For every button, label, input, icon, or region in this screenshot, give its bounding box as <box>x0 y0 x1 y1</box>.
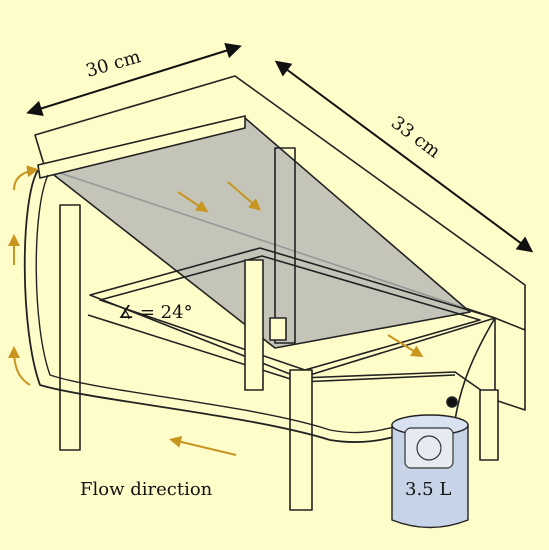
flow-arrow-panel-3 <box>387 334 424 358</box>
flow-arrow-panel-1 <box>177 191 209 213</box>
flow-arrow-bottom <box>169 436 237 456</box>
width-dimension-arrow <box>26 42 242 117</box>
length-dimension-arrow <box>274 60 534 253</box>
return-tube <box>23 169 401 443</box>
leg-back-left <box>244 259 264 391</box>
angle-label: ∡ = 24° <box>118 302 193 323</box>
volume-label: 3.5 L <box>405 479 451 500</box>
outlet-tube <box>454 317 496 421</box>
leg-front-right <box>289 369 313 511</box>
flow-direction-label: Flow direction <box>80 479 213 500</box>
return-tube-inner <box>35 174 401 434</box>
distribution-pipe <box>37 115 246 179</box>
base-frame-inner <box>99 255 481 371</box>
center-block <box>269 317 287 341</box>
flow-arrow-panel-2 <box>227 181 262 211</box>
water-container: 3.5 L <box>391 414 469 529</box>
flow-arrow-left-bottom <box>8 346 31 386</box>
enclosure-right-side <box>494 318 526 411</box>
flow-arrow-left-top <box>13 165 39 191</box>
leg-front-left <box>59 204 81 451</box>
leg-back-right <box>479 389 499 461</box>
pump-icon <box>404 427 454 469</box>
outlet-hole <box>446 396 458 408</box>
